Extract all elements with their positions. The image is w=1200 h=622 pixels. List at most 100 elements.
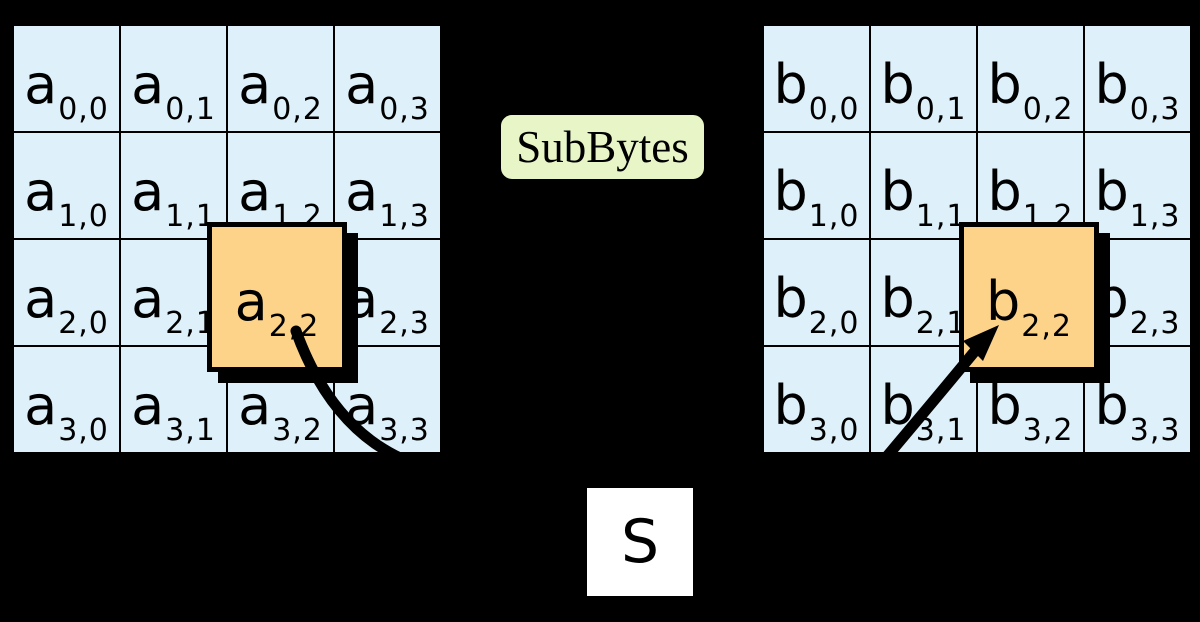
matrix-cell-a-1-1: a1,1 — [120, 132, 227, 239]
cell-label: a0,1 — [131, 57, 216, 124]
cell-letter: a — [24, 159, 58, 223]
cell-label: b1,1 — [881, 164, 967, 231]
matrix-cell-b-1-1: b1,1 — [870, 132, 977, 239]
matrix-cell-b-1-3: b1,3 — [1084, 132, 1191, 239]
cell-letter: a — [238, 52, 272, 116]
matrix-cell-b-0-0: b0,0 — [763, 25, 870, 132]
cell-letter: a — [345, 373, 379, 437]
cell-letter: a — [24, 373, 58, 437]
cell-subscript: 2,3 — [379, 305, 430, 341]
matrix-cell-a-3-0: a3,0 — [13, 346, 120, 453]
cell-label: b3,3 — [1095, 378, 1181, 445]
cell-subscript: 1,1 — [165, 198, 216, 234]
cell-subscript: 3,2 — [272, 412, 323, 448]
cell-letter: b — [987, 373, 1022, 437]
matrix-cell-a-1-0: a1,0 — [13, 132, 120, 239]
cell-subscript: 2,2 — [268, 309, 320, 344]
cell-subscript: 3,0 — [58, 412, 109, 448]
matrix-cell-a-0-1: a0,1 — [120, 25, 227, 132]
cell-subscript: 1,3 — [379, 198, 430, 234]
highlighted-cell-a-label: a2,2 — [235, 275, 320, 342]
subbytes-label-box: SubBytes — [498, 112, 707, 182]
cell-label: a0,0 — [24, 57, 109, 124]
cell-label: b3,0 — [774, 378, 860, 445]
cell-letter: b — [880, 266, 915, 330]
cell-subscript: 2,1 — [915, 305, 967, 341]
cell-subscript: 0,0 — [808, 91, 860, 127]
cell-letter: a — [234, 270, 268, 333]
sbox: S — [587, 488, 693, 596]
matrix-cell-a-0-0: a0,0 — [13, 25, 120, 132]
cell-label: b2,3 — [1095, 271, 1181, 338]
cell-label: b1,2 — [988, 164, 1074, 231]
cell-subscript: 2,3 — [1129, 305, 1181, 341]
cell-label: a3,2 — [238, 378, 323, 445]
cell-letter: b — [880, 159, 915, 223]
cell-label: a1,3 — [345, 164, 430, 231]
cell-subscript: 2,0 — [808, 305, 860, 341]
cell-subscript: 1,0 — [808, 198, 860, 234]
cell-letter: b — [880, 52, 915, 116]
cell-subscript: 0,0 — [58, 91, 109, 127]
cell-letter: a — [345, 266, 379, 330]
cell-label: a0,2 — [238, 57, 323, 124]
cell-letter: a — [345, 159, 379, 223]
cell-label: a1,0 — [24, 164, 109, 231]
cell-label: b1,0 — [774, 164, 860, 231]
cell-label: b0,0 — [774, 57, 860, 124]
matrix-cell-b-2-0: b2,0 — [763, 239, 870, 346]
cell-letter: b — [773, 373, 808, 437]
cell-subscript: 0,3 — [1129, 91, 1181, 127]
cell-label: a2,3 — [345, 271, 430, 338]
matrix-cell-a-0-2: a0,2 — [227, 25, 334, 132]
cell-label: a2,0 — [24, 271, 109, 338]
cell-letter: b — [986, 270, 1021, 333]
cell-subscript: 1,3 — [1129, 198, 1181, 234]
matrix-cell-a-0-3: a0,3 — [334, 25, 441, 132]
cell-letter: b — [987, 159, 1022, 223]
cell-subscript: 3,3 — [1129, 412, 1181, 448]
highlighted-cell-a-2-2: a2,2 — [207, 222, 347, 372]
cell-letter: a — [238, 373, 272, 437]
matrix-cell-a-2-3: a2,3 — [334, 239, 441, 346]
matrix-cell-b-3-3: b3,3 — [1084, 346, 1191, 453]
cell-label: a1,2 — [238, 164, 323, 231]
matrix-cell-b-0-3: b0,3 — [1084, 25, 1191, 132]
subbytes-label: SubBytes — [516, 122, 689, 172]
matrix-cell-b-2-3: b2,3 — [1084, 239, 1191, 346]
cell-subscript: 2,2 — [1021, 309, 1072, 344]
highlighted-cell-b-label: b2,2 — [986, 275, 1072, 342]
matrix-cell-a-1-3: a1,3 — [334, 132, 441, 239]
cell-label: b0,3 — [1095, 57, 1181, 124]
cell-label: b0,2 — [988, 57, 1074, 124]
cell-label: a1,1 — [131, 164, 216, 231]
cell-subscript: 3,0 — [808, 412, 860, 448]
cell-subscript: 0,2 — [272, 91, 323, 127]
cell-subscript: 0,1 — [165, 91, 216, 127]
cell-label: b0,1 — [881, 57, 967, 124]
cell-letter: a — [238, 159, 272, 223]
cell-letter: b — [773, 52, 808, 116]
cell-letter: b — [773, 266, 808, 330]
cell-label: b2,0 — [774, 271, 860, 338]
cell-letter: b — [1094, 266, 1129, 330]
matrix-cell-b-1-2: b1,2 — [977, 132, 1084, 239]
cell-subscript: 0,3 — [379, 91, 430, 127]
cell-letter: b — [1094, 52, 1129, 116]
highlighted-cell-b-2-2: b2,2 — [959, 222, 1099, 372]
cell-subscript: 1,0 — [58, 198, 109, 234]
matrix-cell-a-3-3: a3,3 — [334, 346, 441, 453]
cell-letter: a — [131, 373, 165, 437]
cell-letter: b — [880, 373, 915, 437]
matrix-cell-b-0-2: b0,2 — [977, 25, 1084, 132]
cell-letter: a — [131, 52, 165, 116]
cell-label: a3,1 — [131, 378, 216, 445]
cell-letter: a — [345, 52, 379, 116]
cell-subscript: 0,2 — [1022, 91, 1074, 127]
matrix-cell-b-0-1: b0,1 — [870, 25, 977, 132]
cell-label: a2,1 — [131, 271, 216, 338]
cell-letter: a — [131, 159, 165, 223]
matrix-cell-b-1-0: b1,0 — [763, 132, 870, 239]
cell-subscript: 3,1 — [915, 412, 967, 448]
